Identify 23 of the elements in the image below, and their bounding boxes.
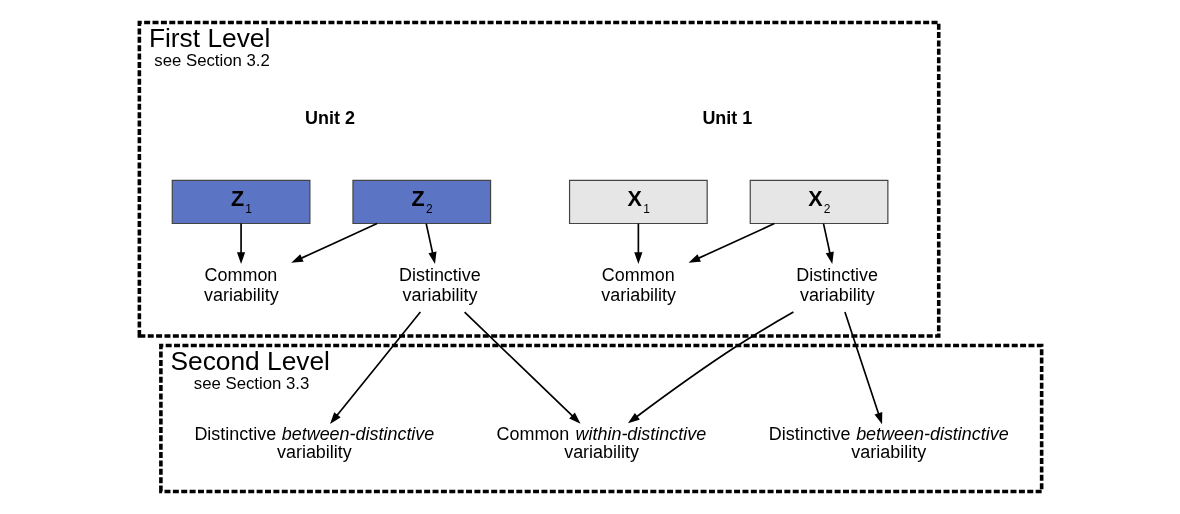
node-box: Z$_{2}$	[351, 179, 491, 225]
node-text: Distinctive variability	[795, 264, 878, 306]
node-box: Z$_{1}$	[171, 179, 310, 225]
arrow	[843, 311, 882, 425]
arrow	[688, 222, 775, 263]
node-text: Distinctive between-distinctive variability	[193, 424, 434, 463]
arrow	[424, 222, 436, 264]
arrow	[236, 222, 245, 264]
node-box: X$_{1}$	[568, 179, 708, 225]
node-box: X$_{2}$	[749, 179, 888, 225]
label: Unit 1	[701, 107, 752, 128]
arrow	[290, 222, 378, 263]
arrow	[822, 222, 834, 264]
node-text: Common variability	[203, 264, 279, 306]
node-text: Distinctive variability	[398, 264, 481, 306]
arrow	[627, 311, 794, 424]
arrow	[329, 311, 421, 424]
arrow	[463, 311, 581, 424]
node-text: Distinctive between-distinctive variability	[768, 424, 1009, 463]
label: Unit 2	[304, 107, 355, 128]
arrow	[633, 222, 642, 264]
node-text: Common variability	[600, 264, 676, 306]
node-text: Common within-distinctive variability	[496, 424, 706, 463]
